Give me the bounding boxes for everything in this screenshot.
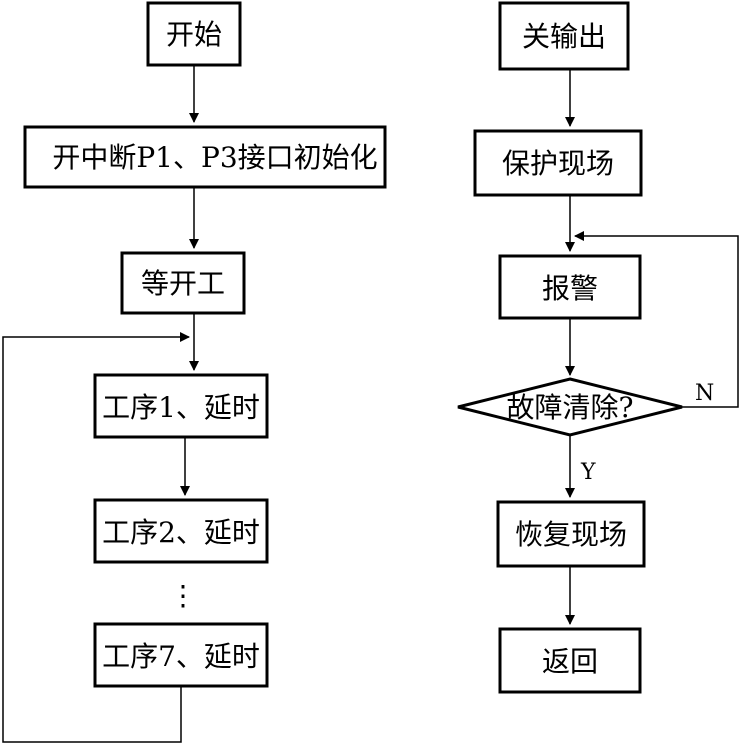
restore-context-box [496,500,646,568]
init-box [23,125,387,189]
alarm-label: 报警 [542,272,598,305]
loop-back-line [2,332,190,743]
step1-label: 工序1、延时 [102,391,260,424]
step7-label: 工序7、延时 [102,640,260,673]
left-flow: 开始 开中断P1、P3接口初始化 等开工 工序1、延时 工序2、延时 ⋮ 工序7… [2,1,387,743]
return-label: 返回 [542,645,598,678]
init-label: 开中断P1、P3接口初始化 [52,141,377,174]
close-output-box [498,1,630,71]
save-context-label: 保护现场 [502,147,614,180]
wait-box [120,251,246,315]
step2-label: 工序2、延时 [102,516,260,549]
start-label: 开始 [166,18,222,51]
restore-context-label: 恢复现场 [515,518,627,551]
close-output-label: 关输出 [522,20,606,53]
yes-label: Y [580,460,596,485]
return-box [498,627,642,694]
right-flow: 关输出 保护现场 报警 故障清除? N Y 恢复现场 返回 [457,1,739,694]
no-label: N [695,381,714,406]
fault-cleared-label: 故障清除? [506,391,633,424]
ellipsis: ⋮ [169,579,197,612]
wait-label: 等开工 [141,267,225,300]
no-branch-line [574,231,739,408]
step1-box [93,373,269,439]
step7-box [93,622,269,688]
step2-box [93,498,269,564]
save-context-box [473,129,643,197]
